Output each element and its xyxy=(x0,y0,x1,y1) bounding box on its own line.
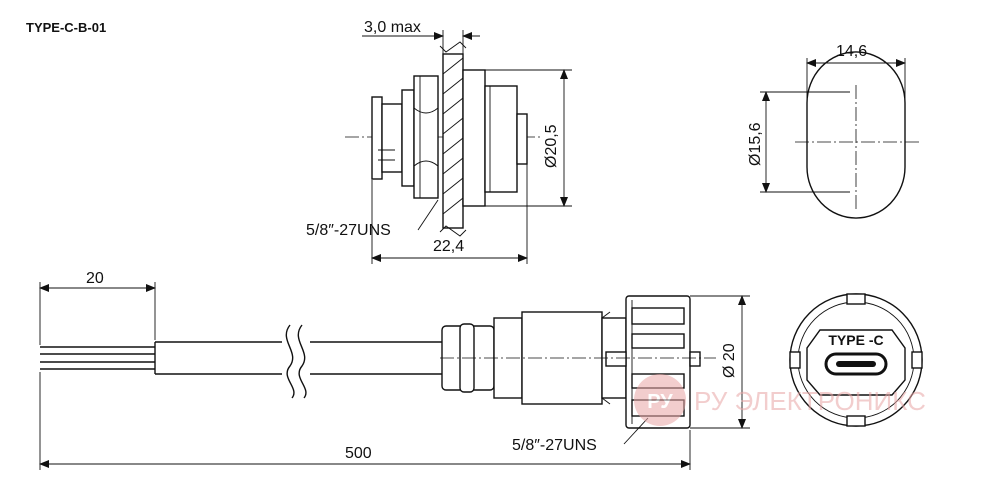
cable-assembly-view: 20 500 Ø 20 5/8″-27UNS xyxy=(39,270,750,470)
thread-label-top: 5/8″-27UNS xyxy=(306,222,391,239)
dim-body-diameter: Ø20,5 xyxy=(543,124,560,168)
dim-cap-diameter: Ø 20 xyxy=(721,343,738,378)
cutout-view: 14,6 Ø15,6 xyxy=(747,43,920,219)
thread-label-bottom: 5/8″-27UNS xyxy=(512,437,597,454)
dim-cutout-height: Ø15,6 xyxy=(747,122,764,166)
watermark-text: РУ ЭЛЕКТРОНИКС xyxy=(694,386,926,416)
dim-panel-max: 3,0 max xyxy=(364,19,421,36)
dim-wire-strip: 20 xyxy=(86,270,104,287)
side-view-top: 3,0 max Ø20,5 22,4 5/8″-27UNS xyxy=(306,19,572,264)
svg-text:РУ: РУ xyxy=(647,391,673,413)
watermark-logo: РУ РУ ЭЛЕКТРОНИКС xyxy=(634,374,926,426)
part-number-title: TYPE-C-B-01 xyxy=(26,20,107,35)
dim-length-top: 22,4 xyxy=(433,238,464,255)
dim-cable-length: 500 xyxy=(345,445,372,462)
face-type-c-label: TYPE -C xyxy=(828,332,883,348)
connector-face-view: TYPE -C xyxy=(789,293,923,427)
dim-cutout-width: 14,6 xyxy=(836,43,867,60)
panel-section xyxy=(439,41,467,237)
